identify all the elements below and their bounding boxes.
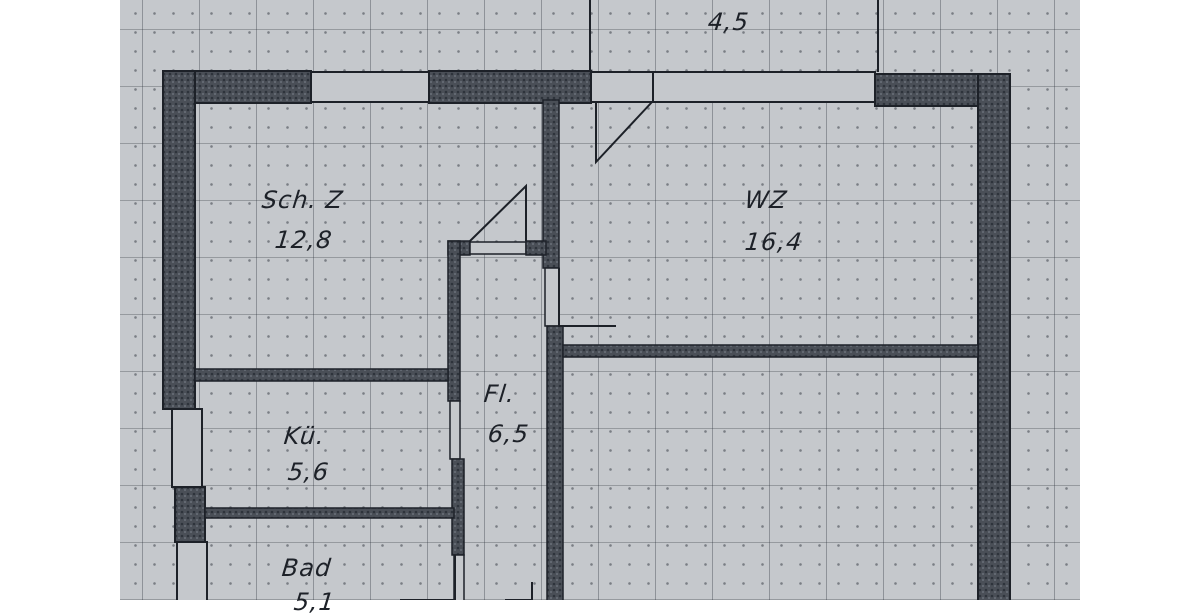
room-kue-name: Kü. — [282, 422, 327, 450]
interior-walls — [194, 99, 979, 600]
top-room-outline — [589, 0, 879, 72]
room-top-area: 4,5 — [706, 8, 751, 36]
room-wz-name: WZ — [743, 186, 789, 214]
room-wz-area: 16,4 — [743, 228, 804, 256]
room-kue-area: 5,6 — [286, 458, 331, 486]
room-sch-z-name: Sch. Z — [260, 186, 345, 214]
room-fl-area: 6,5 — [486, 420, 531, 448]
room-bad-name: Bad — [280, 554, 333, 582]
room-fl-name: Fl. — [482, 380, 517, 408]
floor-plan-drawing — [162, 0, 1011, 600]
room-bad-area: 5,1 — [292, 588, 337, 616]
door-swings — [400, 101, 653, 600]
exterior-walls — [162, 70, 1011, 600]
room-sch-z-area: 12,8 — [273, 226, 334, 254]
